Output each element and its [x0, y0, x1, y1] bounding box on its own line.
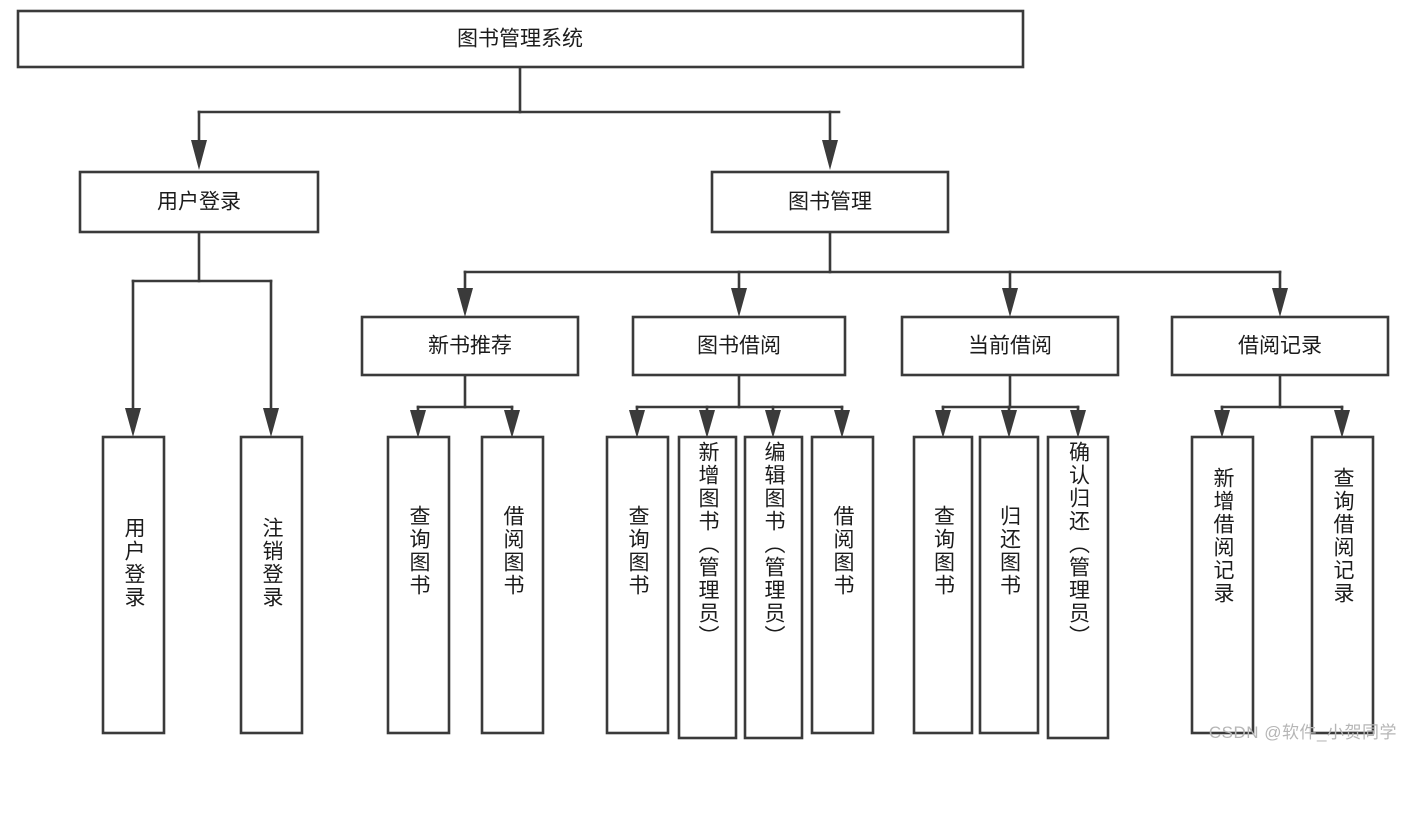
- leaf-current-borrow-0[interactable]: [912, 435, 974, 735]
- leaf-user-login-1[interactable]: [239, 435, 304, 735]
- connectors-borrowrecord-to-leaves: [1214, 373, 1350, 438]
- node-borrow-record-label: 借阅记录: [1238, 335, 1322, 358]
- leaf-book-borrow-0[interactable]: [605, 435, 670, 735]
- node-book-borrow-label: 图书借阅: [697, 335, 781, 358]
- connectors-currentborrow-to-leaves: [935, 373, 1086, 438]
- leaf-new-book-0[interactable]: [386, 435, 451, 735]
- diagram-canvas: 图书管理系统 用户登录 图书管理 新书推荐 图书借阅 当前借阅 借阅记录: [16, 9, 1390, 740]
- connectors-newbook-to-leaves: [410, 373, 520, 438]
- leaf-borrow-record-1[interactable]: [1310, 435, 1375, 735]
- leaf-user-login-0[interactable]: [101, 435, 166, 735]
- node-book-management[interactable]: [710, 170, 950, 234]
- connectors-userlogin-to-leaves: [125, 230, 279, 437]
- leaf-current-borrow-1[interactable]: [978, 435, 1040, 735]
- node-root-label: 图书管理系统: [457, 28, 583, 51]
- diagram-root: 图书管理系统 用户登录 图书管理 新书推荐 图书借阅 当前借阅 借阅记录: [16, 9, 1397, 742]
- watermark: CSDN @软件_小贺同学: [1208, 723, 1397, 742]
- node-current-borrow[interactable]: [900, 315, 1120, 377]
- node-book-management-label: 图书管理: [788, 191, 872, 214]
- leaf-new-book-1[interactable]: [480, 435, 545, 735]
- leaf-borrow-record-0[interactable]: [1190, 435, 1255, 735]
- node-root[interactable]: [16, 9, 1025, 69]
- connectors-level2-to-level3: [457, 230, 1288, 317]
- leaf-book-borrow-1[interactable]: [677, 435, 738, 740]
- node-user-login-label: 用户登录: [157, 191, 241, 214]
- leaf-book-borrow-2[interactable]: [743, 435, 804, 740]
- leaf-book-borrow-3[interactable]: [810, 435, 875, 735]
- leaf-current-borrow-2[interactable]: [1046, 435, 1110, 740]
- node-borrow-record[interactable]: [1170, 315, 1390, 377]
- node-book-borrow[interactable]: [631, 315, 847, 377]
- node-new-book-recommend-label: 新书推荐: [428, 335, 512, 358]
- connectors-bookborrow-to-leaves: [629, 373, 850, 438]
- node-new-book-recommend[interactable]: [360, 315, 580, 377]
- node-current-borrow-label: 当前借阅: [968, 335, 1052, 358]
- node-user-login[interactable]: [78, 170, 320, 234]
- connectors-root-to-level2: [191, 65, 841, 170]
